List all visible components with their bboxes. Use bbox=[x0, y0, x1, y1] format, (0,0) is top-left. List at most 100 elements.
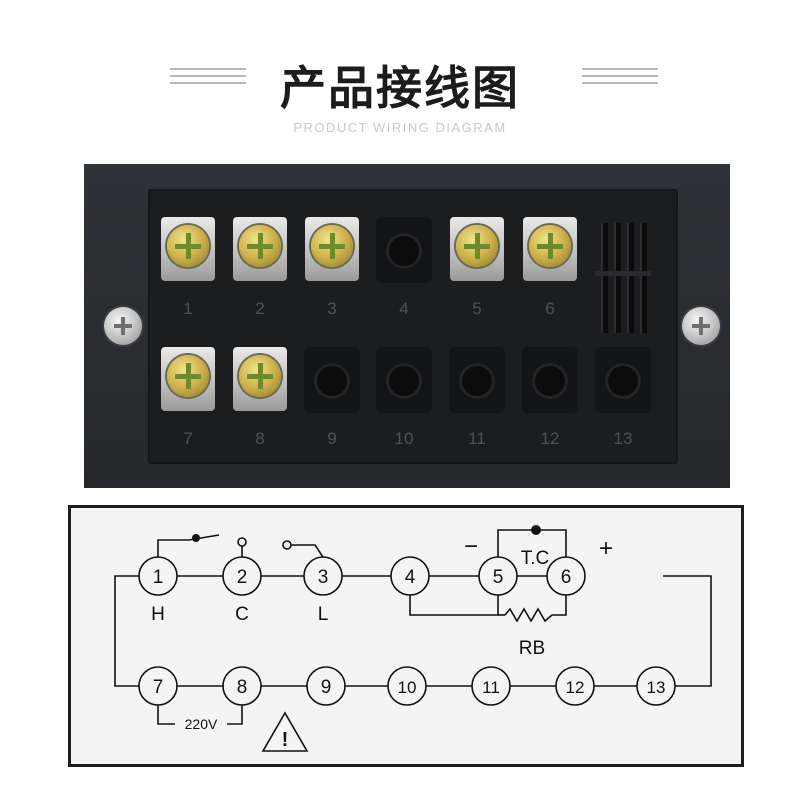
schematic-terminal-number: 5 bbox=[493, 567, 504, 588]
schematic-terminal-number: 9 bbox=[321, 677, 332, 698]
vent-slot bbox=[591, 209, 651, 333]
empty-hole-icon bbox=[386, 363, 422, 399]
blank-terminal: 9 bbox=[300, 339, 364, 448]
header: 产品接线图 PRODUCT WIRING DIAGRAM bbox=[0, 0, 800, 150]
terminal-number: 4 bbox=[399, 299, 409, 318]
wire-rb-left bbox=[409, 595, 499, 616]
screw-terminal: 7 bbox=[156, 339, 220, 448]
terminal-plate bbox=[305, 217, 359, 281]
wire-220v-right bbox=[227, 705, 243, 725]
terminal-plate bbox=[450, 217, 504, 281]
mount-screw-right-icon bbox=[682, 307, 720, 345]
screw-terminal: 1 bbox=[156, 209, 220, 318]
label-c: C bbox=[235, 604, 249, 625]
decorative-lines-left bbox=[170, 68, 246, 90]
schematic-terminal-circle bbox=[390, 556, 430, 596]
terminal-number: 5 bbox=[472, 299, 482, 318]
screw-terminal: 5 bbox=[445, 209, 509, 318]
label-tc: T.C bbox=[521, 548, 550, 569]
blank-terminal: 10 bbox=[372, 339, 436, 448]
schematic-terminal-circle bbox=[471, 666, 511, 706]
empty-hole-icon bbox=[459, 363, 495, 399]
vent-grille-icon bbox=[595, 223, 651, 333]
empty-hole-icon bbox=[532, 363, 568, 399]
wire-rb-right bbox=[552, 595, 567, 616]
relay-contact-open-icon bbox=[237, 537, 247, 547]
l-contact-open-icon bbox=[282, 540, 292, 550]
brass-screw-icon bbox=[167, 355, 209, 397]
wire-right-bus bbox=[663, 575, 712, 687]
empty-hole-icon bbox=[386, 233, 422, 269]
label-minus: − bbox=[464, 533, 478, 560]
brass-screw-icon bbox=[239, 225, 281, 267]
terminal-number: 3 bbox=[327, 299, 337, 318]
terminal-plate bbox=[161, 347, 215, 411]
schematic-terminal-number: 4 bbox=[405, 567, 416, 588]
terminal-number: 12 bbox=[540, 429, 560, 448]
schematic-terminal-circle bbox=[387, 666, 427, 706]
schematic-terminal-circle bbox=[636, 666, 676, 706]
brass-screw-icon bbox=[456, 225, 498, 267]
terminal-number: 8 bbox=[255, 429, 265, 448]
schematic-terminal-circle bbox=[303, 556, 343, 596]
resistor-rb bbox=[504, 607, 553, 623]
screw-terminal: 3 bbox=[300, 209, 364, 318]
warning-mark: ! bbox=[282, 729, 289, 751]
terminal-number: 10 bbox=[394, 429, 414, 448]
schematic-terminal-number: 12 bbox=[566, 678, 585, 697]
schematic-terminal-circle bbox=[222, 666, 262, 706]
page-title: 产品接线图 bbox=[280, 61, 520, 115]
terminal-number: 7 bbox=[183, 429, 193, 448]
decorative-lines-right bbox=[582, 68, 658, 90]
schematic-terminal-number: 8 bbox=[237, 677, 248, 698]
terminal-plate bbox=[233, 217, 287, 281]
blank-terminal: 13 bbox=[591, 339, 655, 448]
wire-220v-left bbox=[157, 705, 175, 725]
schematic-terminal-circle bbox=[546, 556, 586, 596]
terminal-number: 2 bbox=[255, 299, 265, 318]
terminal-plate bbox=[161, 217, 215, 281]
schematic-terminal-number: 3 bbox=[318, 567, 329, 588]
terminal-number: 6 bbox=[545, 299, 555, 318]
wire-left-bus bbox=[114, 575, 139, 687]
schematic-terminal-circle bbox=[555, 666, 595, 706]
brass-screw-icon bbox=[529, 225, 571, 267]
terminal-number: 9 bbox=[327, 429, 337, 448]
screw-terminal: 2 bbox=[228, 209, 292, 318]
relay-contact-dot-icon bbox=[192, 534, 200, 542]
schematic-terminal-number: 13 bbox=[647, 678, 666, 697]
warning-triangle-icon bbox=[261, 711, 309, 752]
schematic-terminal-number: 10 bbox=[398, 678, 417, 697]
schematic-terminal-circle bbox=[306, 666, 346, 706]
terminal-number: 1 bbox=[183, 299, 193, 318]
schematic-terminal-number: 11 bbox=[482, 678, 500, 697]
empty-hole-icon bbox=[605, 363, 641, 399]
schematic-terminal-circle bbox=[138, 556, 178, 596]
screw-terminal: 6 bbox=[518, 209, 582, 318]
terminal-number: 11 bbox=[468, 429, 486, 448]
tc-junction-dot-icon bbox=[531, 525, 541, 535]
schematic-terminal-number: 1 bbox=[153, 567, 164, 588]
brass-screw-icon bbox=[167, 225, 209, 267]
blank-terminal: 11 bbox=[445, 339, 509, 448]
schematic-terminal-number: 6 bbox=[561, 567, 572, 588]
label-plus: + bbox=[599, 535, 613, 562]
label-220v: 220V bbox=[185, 716, 218, 732]
schematic-terminal-circle bbox=[222, 556, 262, 596]
brass-screw-icon bbox=[311, 225, 353, 267]
terminal-number: 13 bbox=[613, 429, 633, 448]
label-l: L bbox=[318, 604, 329, 625]
empty-hole-icon bbox=[314, 363, 350, 399]
schematic-terminal-circle bbox=[138, 666, 178, 706]
screw-terminal: 8 bbox=[228, 339, 292, 448]
terminal-plate bbox=[523, 217, 577, 281]
mount-screw-left-icon bbox=[104, 307, 142, 345]
wire-relay-h bbox=[157, 539, 189, 557]
schematic-terminal-circle bbox=[478, 556, 518, 596]
page-subtitle: PRODUCT WIRING DIAGRAM bbox=[293, 120, 507, 135]
blank-terminal: 12 bbox=[518, 339, 582, 448]
